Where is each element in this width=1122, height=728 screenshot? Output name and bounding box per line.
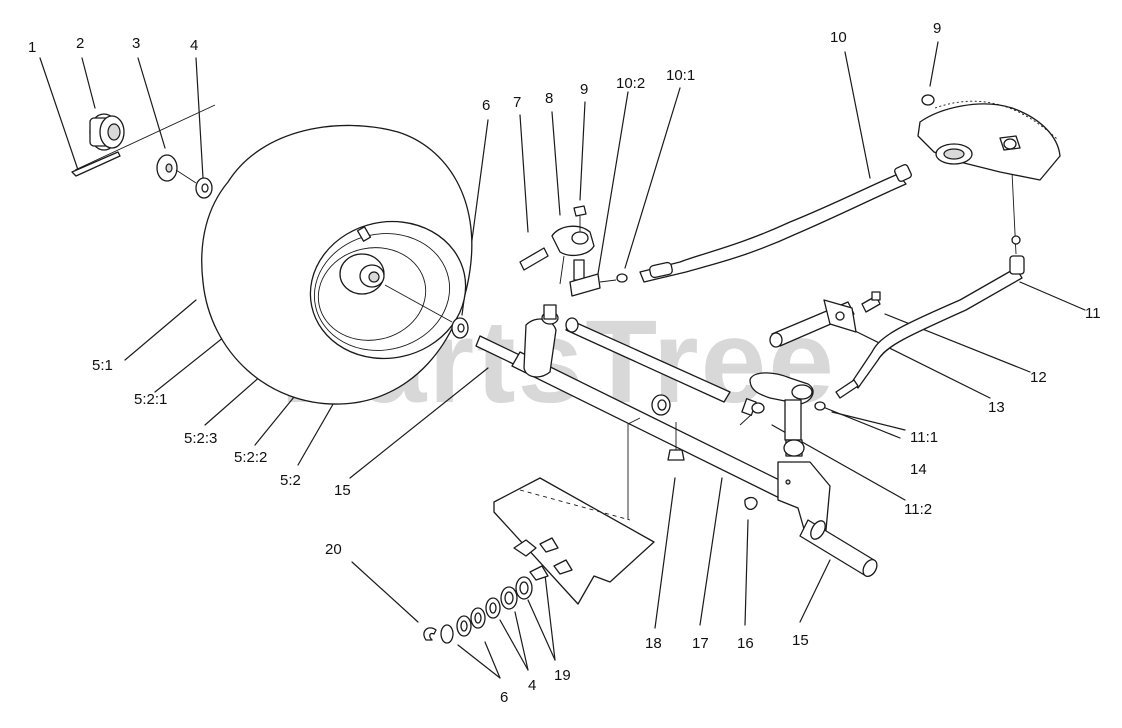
- callout-9: 9: [580, 81, 588, 98]
- callout-18: 18: [645, 635, 662, 652]
- callout-8: 8: [545, 90, 553, 107]
- hub-cap: [89, 113, 125, 151]
- callout-5-1: 5:1: [92, 357, 113, 374]
- callout-6: 6: [482, 97, 490, 114]
- rim: [309, 220, 467, 360]
- callout-11-2: 11:2: [904, 501, 932, 518]
- sector-gear: [917, 94, 1061, 181]
- callout-6b: 6: [500, 689, 508, 706]
- bolt-18: [667, 422, 685, 461]
- callout-14: 14: [910, 461, 927, 478]
- callout-1: 1: [28, 39, 36, 56]
- callout-labels: 1 2 3 4 6 7 8 9 10:2 10:1 10 9 11 12 13 …: [28, 20, 1101, 706]
- callout-5-2-2: 5:2:2: [234, 449, 267, 466]
- wheel-assembly: [201, 124, 473, 405]
- callout-3: 3: [132, 35, 140, 52]
- tie-rod: [835, 171, 1025, 399]
- callout-4: 4: [190, 37, 198, 54]
- callout-15b: 15: [792, 632, 809, 649]
- axle-hardware: [71, 104, 216, 199]
- callout-20: 20: [325, 541, 342, 558]
- callout-5-2: 5:2: [280, 472, 301, 489]
- callout-12: 12: [1030, 369, 1047, 386]
- callout-19: 19: [554, 667, 571, 684]
- callout-10-1: 10:1: [666, 67, 695, 84]
- washer-stack: [423, 576, 533, 644]
- callout-5-2-3: 5:2:3: [184, 430, 217, 447]
- callout-13: 13: [988, 399, 1005, 416]
- callout-11-1: 11:1: [910, 429, 938, 446]
- callout-16: 16: [737, 635, 754, 652]
- callout-11: 11: [1085, 305, 1101, 322]
- callout-2: 2: [76, 35, 84, 52]
- cotter-pin: [71, 151, 121, 177]
- pivot-bracket: [769, 291, 881, 348]
- callout-10-2: 10:2: [616, 75, 645, 92]
- callout-15: 15: [334, 482, 351, 499]
- callout-7: 7: [513, 94, 521, 111]
- callout-5-2-1: 5:2:1: [134, 391, 167, 408]
- skid-plate: [493, 417, 655, 605]
- callout-17: 17: [692, 635, 709, 652]
- callout-10: 10: [830, 29, 847, 46]
- front-axle: [475, 304, 829, 519]
- callout-4b: 4: [528, 677, 536, 694]
- spindle-assembly: [739, 372, 878, 578]
- drag-link: [616, 164, 912, 283]
- callout-9b: 9: [933, 20, 941, 37]
- pitman-arm: [519, 205, 617, 297]
